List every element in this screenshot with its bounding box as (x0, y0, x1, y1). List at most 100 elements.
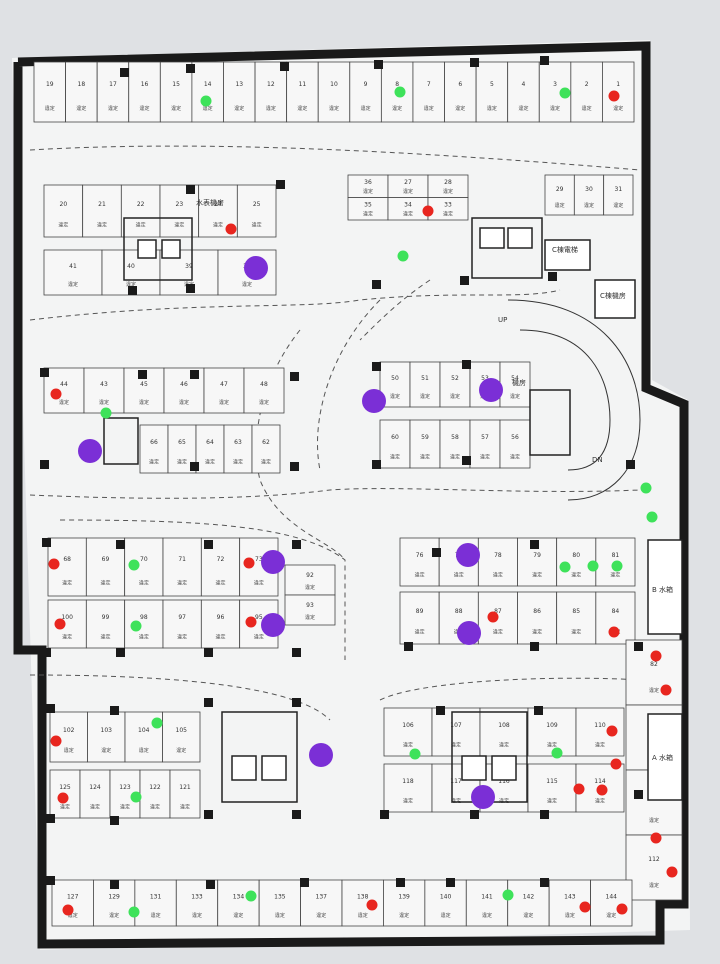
parking-space[interactable]: 7違定 (412, 61, 445, 123)
parking-space-status: 違定 (649, 817, 659, 824)
parking-space[interactable]: 6違定 (444, 61, 477, 123)
parking-space-outline (175, 879, 219, 927)
pillar (190, 370, 199, 379)
spiral-ramp (507, 299, 641, 501)
parking-space-status: 違定 (139, 633, 149, 640)
parking-space-status: 違定 (266, 105, 276, 112)
red-marker (650, 832, 662, 844)
parking-space[interactable]: 4違定 (507, 61, 540, 123)
purple-marker (309, 743, 333, 767)
parking-space[interactable]: 9違定 (349, 61, 382, 123)
parking-space[interactable]: 1違定 (602, 61, 635, 123)
parking-space-number: 107 (450, 722, 462, 729)
parking-space-status: 違定 (177, 458, 187, 465)
parking-space[interactable]: 2違定 (570, 61, 603, 123)
parking-space-status: 違定 (550, 105, 560, 112)
parking-space[interactable]: 5違定 (475, 61, 509, 123)
parking-space-number: 6 (458, 81, 462, 88)
red-marker (50, 735, 62, 747)
parking-space-number: 36 (364, 179, 372, 186)
pillar (206, 880, 215, 889)
parking-space-outline (203, 367, 245, 414)
parking-space-number: 122 (149, 784, 161, 791)
red-marker (650, 650, 662, 662)
